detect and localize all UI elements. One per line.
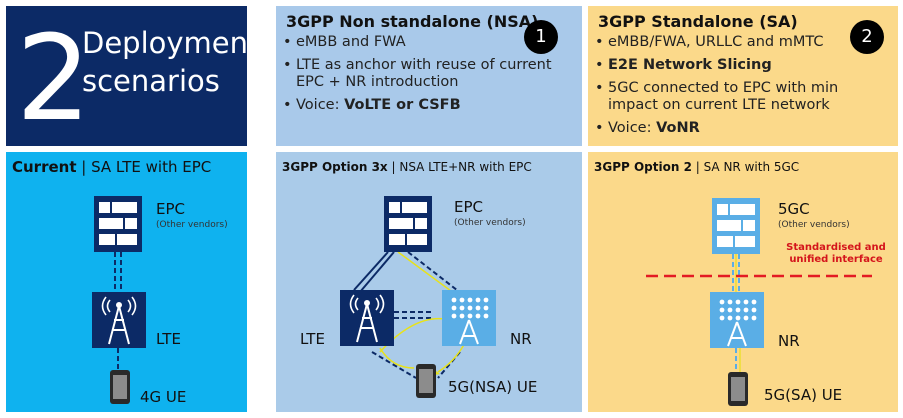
opt3-link-epc-lte-b	[359, 251, 395, 293]
sa-panel: 3GPP Standalone (SA) 2 eMBB/FWA, URLLC a…	[588, 6, 898, 146]
title-line-2: scenarios	[82, 64, 220, 98]
option3x-ue-phone-icon	[416, 364, 436, 398]
current-lte-label: LTE	[156, 330, 181, 348]
current-diagram	[92, 196, 146, 404]
opt3-signal-lte-ue	[379, 347, 415, 369]
option3x-header: 3GPP Option 3x | NSA LTE+NR with EPC	[282, 160, 532, 174]
nsa-bullet-1: eMBB and FWA	[283, 34, 558, 51]
option2-interface-note: Standardised and unified interface	[786, 242, 886, 265]
option2-ue-phone-icon	[728, 372, 748, 406]
option3x-diagram	[340, 196, 496, 398]
option3x-epc-label: EPC	[454, 198, 483, 216]
opt3-link-lte-ue	[371, 351, 417, 379]
option2-header: 3GPP Option 2 | SA NR with 5GC	[594, 160, 800, 174]
nsa-bullet-2: LTE as anchor with reuse of current EPC …	[283, 57, 558, 91]
current-epc-label: EPC	[156, 200, 185, 218]
option3x-panel: 3GPP Option 3x | NSA LTE+NR with EPC	[276, 152, 582, 412]
sa-bullets: eMBB/FWA, URLLC and mMTC E2E Network Sli…	[594, 34, 870, 143]
option2-5gc-server-icon	[712, 198, 760, 254]
opt3-link-epc-lte-a	[353, 251, 389, 291]
option3x-epc-server-icon	[384, 196, 432, 252]
sa-bullet-2: E2E Network Slicing	[595, 57, 870, 74]
current-ue-phone-icon	[110, 370, 130, 404]
option2-core-sub: (Other vendors)	[778, 220, 850, 230]
nsa-header: 3GPP Non standalone (NSA)	[286, 12, 539, 31]
current-ue-label: 4G UE	[140, 388, 187, 406]
sa-bullet-1: eMBB/FWA, URLLC and mMTC	[595, 34, 870, 51]
current-epc-server-icon	[94, 196, 142, 252]
option3x-epc-sub: (Other vendors)	[454, 218, 526, 228]
option2-panel: 3GPP Option 2 | SA NR with 5GC	[588, 152, 898, 412]
current-lte-tower-icon	[92, 292, 146, 348]
option2-diagram	[646, 198, 872, 406]
opt3-link-epc-nr	[407, 251, 463, 295]
option2-nr-antenna-icon	[710, 292, 764, 348]
option3x-ue-label: 5G(NSA) UE	[448, 378, 538, 396]
opt3-link-nr-ue	[437, 351, 461, 379]
sa-bullet-3: 5GC connected to EPC with min impact on …	[595, 80, 870, 114]
option2-ue-label: 5G(SA) UE	[764, 386, 843, 404]
nsa-panel: 3GPP Non standalone (NSA) 1 eMBB and FWA…	[276, 6, 582, 146]
nsa-bullets: eMBB and FWA LTE as anchor with reuse of…	[282, 34, 558, 120]
current-panel: Current | SA LTE with EPC EPC (Oth	[6, 152, 247, 412]
title-line-1: Deployment	[82, 26, 260, 60]
current-epc-sub: (Other vendors)	[156, 220, 228, 230]
option3x-lte-label: LTE	[300, 330, 325, 348]
option3x-lte-tower-icon	[340, 290, 394, 346]
option3x-nr-antenna-icon	[442, 290, 496, 346]
option2-core-label: 5GC	[778, 200, 810, 218]
title-number: 2	[16, 9, 92, 147]
option3x-nr-label: NR	[510, 330, 532, 348]
option2-nr-label: NR	[778, 332, 800, 350]
sa-bullet-4: Voice: VoNR	[595, 120, 870, 137]
sa-header: 3GPP Standalone (SA)	[598, 12, 798, 31]
title-panel: 2 Deployment scenarios	[6, 6, 259, 147]
current-header: Current | SA LTE with EPC	[12, 158, 212, 176]
nsa-bullet-3: Voice: VoLTE or CSFB	[283, 97, 558, 114]
